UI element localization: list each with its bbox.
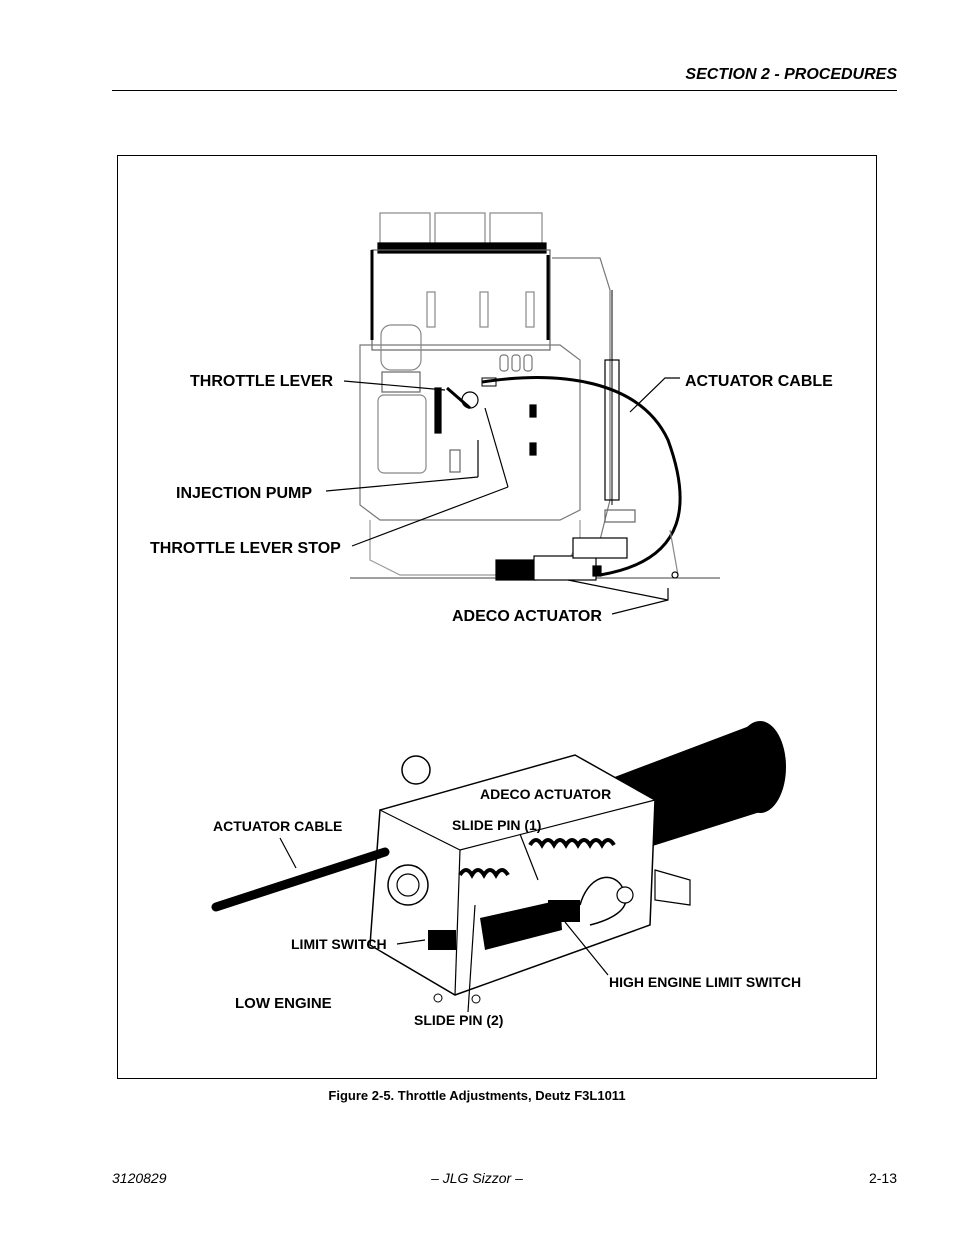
bottom-leader-lines	[279, 833, 609, 1013]
label-injection-pump: INJECTION PUMP	[176, 485, 312, 502]
engine-illustration	[350, 212, 720, 581]
label-high-engine-limit-switch: HIGH ENGINE LIMIT SWITCH	[609, 974, 801, 990]
footer-title: – JLG Sizzor –	[431, 1170, 523, 1186]
adeco-actuator-closeup	[211, 721, 786, 1004]
top-leader-lines	[325, 377, 680, 615]
label-slide-pin-1: SLIDE PIN (1)	[452, 817, 541, 833]
label-adeco-actuator-top: ADECO ACTUATOR	[452, 608, 602, 625]
label-low-engine: LOW ENGINE	[235, 995, 332, 1012]
footer-doc-number: 3120829	[112, 1170, 167, 1186]
label-throttle-lever-stop: THROTTLE LEVER STOP	[150, 540, 341, 557]
figure-frame	[117, 155, 877, 1079]
footer-page-number: 2-13	[868, 1170, 897, 1186]
label-slide-pin-2: SLIDE PIN (2)	[414, 1012, 503, 1028]
label-actuator-cable-bottom: ACTUATOR CABLE	[213, 818, 342, 834]
label-throttle-lever: THROTTLE LEVER	[190, 373, 334, 390]
label-limit-switch: LIMIT SWITCH	[291, 936, 387, 952]
label-actuator-cable-top: ACTUATOR CABLE	[685, 373, 833, 390]
figure-caption: Figure 2-5. Throttle Adjustments, Deutz …	[328, 1088, 626, 1103]
label-adeco-actuator-bottom: ADECO ACTUATOR	[480, 786, 611, 802]
section-header: SECTION 2 - PROCEDURES	[112, 66, 897, 91]
section-title: SECTION 2 - PROCEDURES	[685, 66, 897, 83]
